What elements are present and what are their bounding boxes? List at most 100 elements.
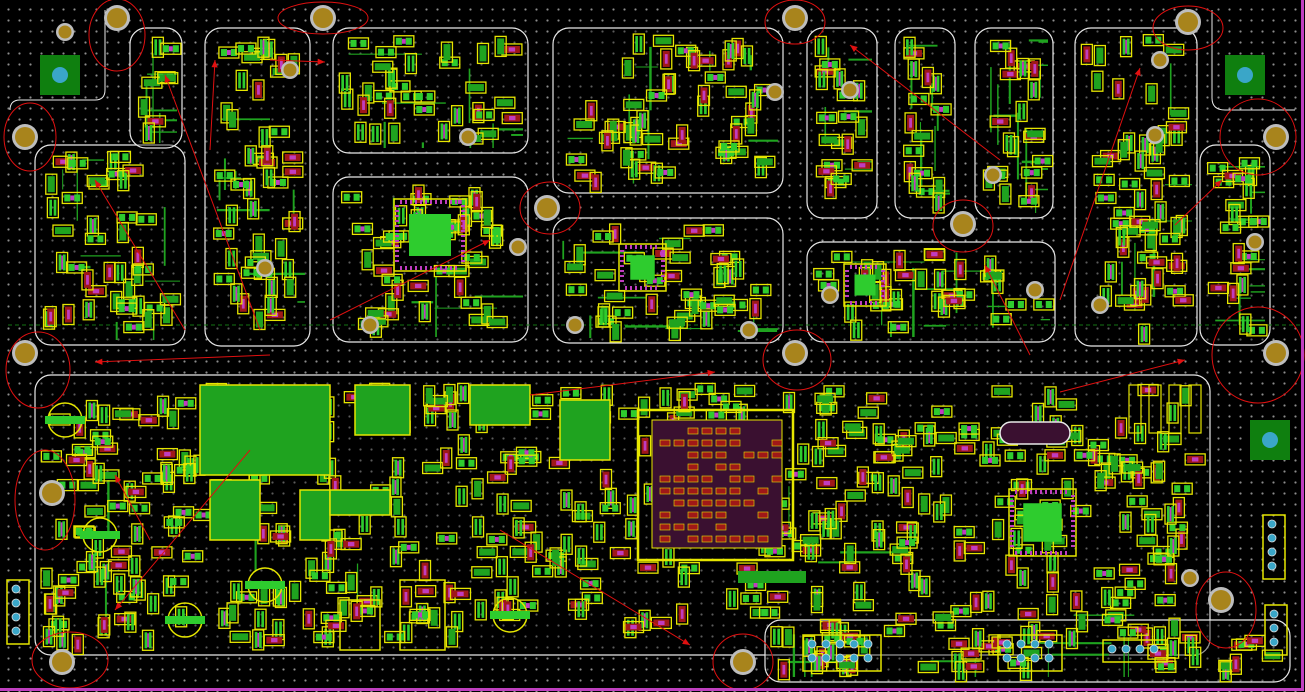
smd-component [931, 405, 953, 418]
pad [281, 128, 288, 136]
pad [600, 524, 603, 541]
pad [1191, 649, 1195, 666]
pad [1156, 628, 1160, 645]
smd-component [496, 493, 509, 515]
silkscreen-outline [637, 396, 651, 418]
smd-component [725, 85, 747, 98]
smd-component [914, 422, 936, 435]
silkscreen-outline [282, 165, 304, 178]
pad [265, 169, 269, 186]
pad [473, 254, 480, 262]
pad [1078, 427, 1081, 444]
annotation-arrowhead [211, 60, 218, 68]
silkscreen-outline [305, 557, 318, 579]
silkscreen-outline [457, 382, 470, 405]
pad [687, 299, 694, 307]
ic-pin [461, 205, 465, 207]
pad [88, 553, 92, 570]
silkscreen-outline [532, 394, 554, 407]
pad [821, 60, 828, 68]
pad [1122, 514, 1125, 531]
pad-highlight [1161, 661, 1169, 666]
smd-component [501, 598, 515, 620]
pad [458, 488, 461, 505]
pad [99, 465, 103, 482]
smd-component [309, 569, 331, 582]
pad [794, 542, 801, 550]
pad [609, 121, 617, 138]
pad [1219, 164, 1226, 172]
capacitor-outline [339, 599, 381, 651]
via-hole [283, 63, 297, 77]
ic-pin [865, 301, 867, 305]
pad [43, 452, 50, 460]
pad [124, 172, 127, 189]
smd-component [131, 523, 144, 545]
smd-component [350, 600, 363, 622]
pad-highlight [1237, 266, 1245, 271]
pad [426, 407, 430, 424]
silkscreen-outline [128, 502, 151, 515]
smd-component [1087, 438, 1110, 452]
pad-highlight [689, 292, 694, 298]
silkscreen-outline [560, 386, 582, 400]
pad [353, 193, 360, 201]
smd-component [659, 387, 672, 409]
pad-highlight [664, 54, 668, 64]
pad [743, 118, 750, 126]
silkscreen-outline [954, 442, 976, 455]
pad-highlight [589, 105, 593, 116]
pad [53, 452, 60, 460]
silkscreen-outline [777, 659, 791, 681]
smd-component [235, 69, 248, 92]
pad-highlight [1022, 61, 1024, 76]
pad-highlight [1085, 49, 1089, 60]
pad [453, 411, 457, 428]
smd-component [1133, 277, 1147, 300]
smd-component [264, 294, 277, 317]
smd-component [481, 206, 494, 229]
pad [397, 518, 400, 535]
pad [226, 275, 233, 283]
pad-highlight [1125, 39, 1127, 54]
via-hole [986, 168, 1000, 182]
pad-highlight [858, 163, 866, 168]
bga-decoupling-cap [687, 523, 699, 531]
pad-highlight [91, 554, 93, 569]
silkscreen-outline [1137, 323, 1151, 345]
pad-highlight [61, 632, 64, 647]
pad [1167, 663, 1174, 671]
silkscreen-outline [1075, 611, 1089, 633]
pad [464, 436, 468, 453]
pad [140, 99, 148, 116]
ic-pin [1071, 515, 1075, 517]
pad-highlight [635, 120, 638, 135]
pad [813, 594, 821, 611]
smd-component [1093, 173, 1115, 187]
bga-decoupling-cap [659, 535, 671, 543]
pad-highlight [906, 492, 910, 503]
connector-pin [807, 653, 817, 663]
pad [762, 286, 769, 294]
smd-component [116, 302, 138, 315]
silkscreen-outline [141, 629, 155, 651]
pad-highlight [74, 264, 79, 270]
silkscreen-outline [989, 115, 1011, 128]
pad [896, 627, 903, 635]
smd-component [44, 305, 57, 328]
pad-highlight [970, 664, 977, 669]
silkscreen-outline [933, 501, 946, 523]
silkscreen-outline [814, 35, 827, 58]
pad [1017, 452, 1024, 460]
smd-component [506, 576, 519, 598]
silkscreen-outline [901, 486, 914, 509]
pad [710, 302, 717, 310]
smd-component [1114, 417, 1128, 439]
smd-component [470, 191, 483, 213]
pad [255, 236, 263, 253]
pad [592, 580, 599, 588]
pad [1126, 38, 1130, 55]
smd-component [415, 584, 437, 598]
pad-highlight [717, 396, 722, 402]
